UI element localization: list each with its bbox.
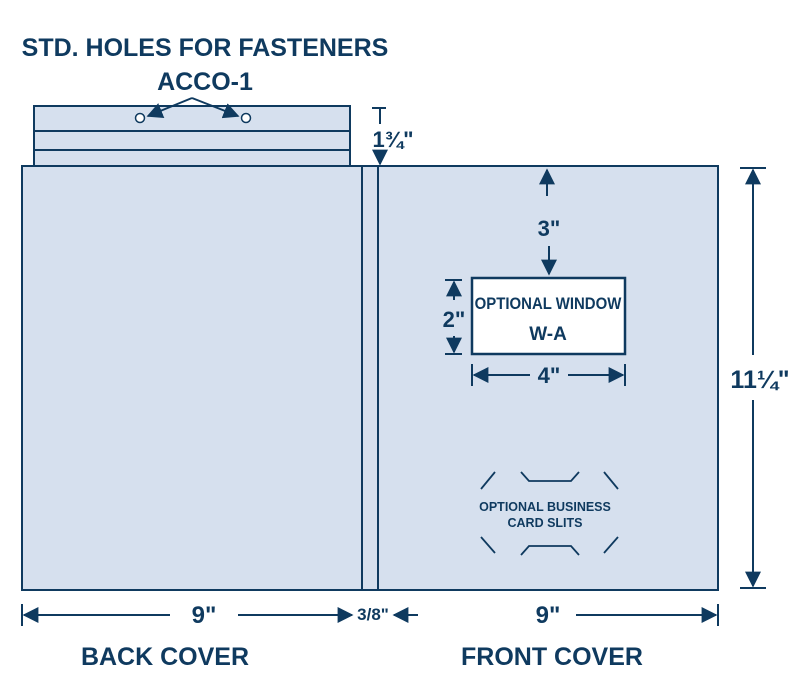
total-height-label: 11¼" [730,366,789,394]
holes-model: ACCO-1 [157,68,253,96]
window-width-label: 4" [538,363,561,388]
fastener-hole-right [240,112,252,124]
tab-height-dimension [372,107,388,166]
window-height-dimension [445,279,462,355]
back-cover-label: BACK COVER [81,643,249,671]
back-cover-panel [21,165,363,591]
back-width-label: 9" [192,602,217,629]
window-label-line2: W-A [529,324,567,345]
total-height-dimension [740,167,766,589]
tab-height-label: 1¾" [372,127,413,152]
width-dimensions [21,604,719,626]
window-height-label: 2" [443,307,466,332]
spine-width-label: 3/8" [357,605,389,624]
optional-window [470,276,627,356]
card-slits-label-line1: OPTIONAL BUSINESS [479,500,611,514]
front-width-label: 9" [536,602,561,629]
window-offset-label: 3" [538,216,561,241]
card-slits-label-line2: CARD SLITS [508,516,583,530]
fastener-hole-left [134,112,146,124]
holes-title: STD. HOLES FOR FASTENERS [22,34,389,62]
hole-pointer-right [191,97,240,119]
fastener-tab [33,105,351,167]
window-width-dimension [471,364,626,386]
business-card-slits [480,471,619,556]
front-cover-label: FRONT COVER [461,643,643,671]
spine-panel [361,165,379,591]
front-cover-panel [377,165,719,591]
hole-pointer-left [146,97,193,118]
window-label-line1: OPTIONAL WINDOW [475,295,623,313]
